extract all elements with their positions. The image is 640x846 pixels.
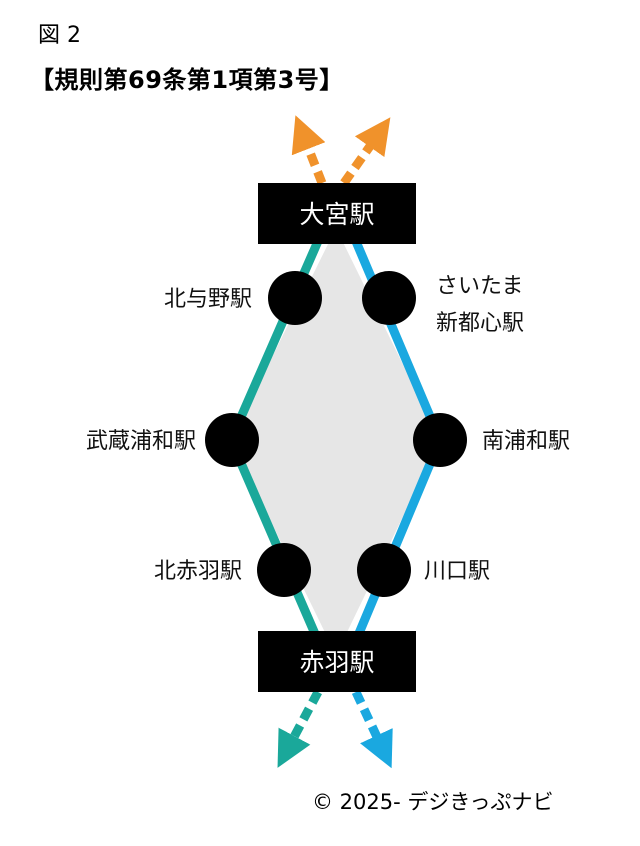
terminal-label-top: 大宮駅 [299,200,374,229]
station-label-kita-akabane: 北赤羽駅 [154,559,242,584]
terminal-box-bottom [258,631,416,692]
station-label-shintoshin: 新都心駅 [436,311,524,336]
enclosed-region [231,228,440,655]
top-right-arrow [340,117,391,186]
station-label-kitayono: 北与野駅 [164,287,252,312]
station-dot-kawaguchi [357,543,411,597]
figure-label: 図 2 [38,23,81,48]
copyright-notice: © 2025- デジきっぷナビ [312,790,554,814]
station-label-saitama: さいたま [436,274,523,299]
station-dot-minami-urawa [413,413,467,467]
bottom-left-arrow [277,689,322,768]
station-dot-saitama-shintoshin [362,271,416,325]
station-dot-kitayono [268,271,322,325]
top-left-arrow [291,115,327,185]
station-dot-musashi-urawa [205,413,259,467]
station-label-musashi-urawa: 武蔵浦和駅 [86,429,196,454]
station-label-kawaguchi: 川口駅 [424,559,490,584]
terminal-label-bottom: 赤羽駅 [299,648,374,677]
regulation-title: 【規則第69条第1項第3号】 [30,66,344,94]
bottom-right-arrow [351,690,393,769]
station-dot-kita-akabane [257,543,311,597]
station-label-minami-urawa: 南浦和駅 [482,429,570,454]
terminal-box-top [258,183,416,244]
